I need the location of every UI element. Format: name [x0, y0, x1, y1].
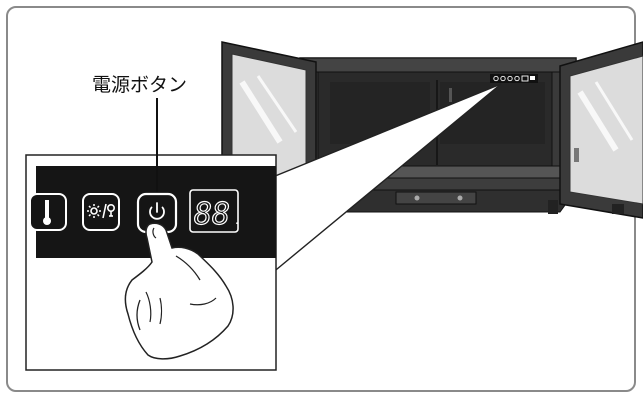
appliance-control-strip — [490, 74, 538, 83]
temperature-display: 88 . — [189, 189, 239, 233]
display-digits: 88 — [194, 197, 230, 232]
power-button[interactable] — [136, 192, 178, 234]
temperature-button[interactable] — [29, 193, 67, 231]
hand-illustration — [124, 222, 234, 360]
power-icon — [149, 202, 165, 220]
control-panel-inset: 88 . — [25, 98, 277, 371]
display-decimal-point: . — [235, 213, 239, 227]
thermometer-icon — [45, 200, 49, 218]
power-button-callout-label: 電源ボタン — [92, 74, 188, 96]
light-button[interactable] — [82, 193, 120, 231]
sun-bulb-icon — [87, 203, 116, 219]
